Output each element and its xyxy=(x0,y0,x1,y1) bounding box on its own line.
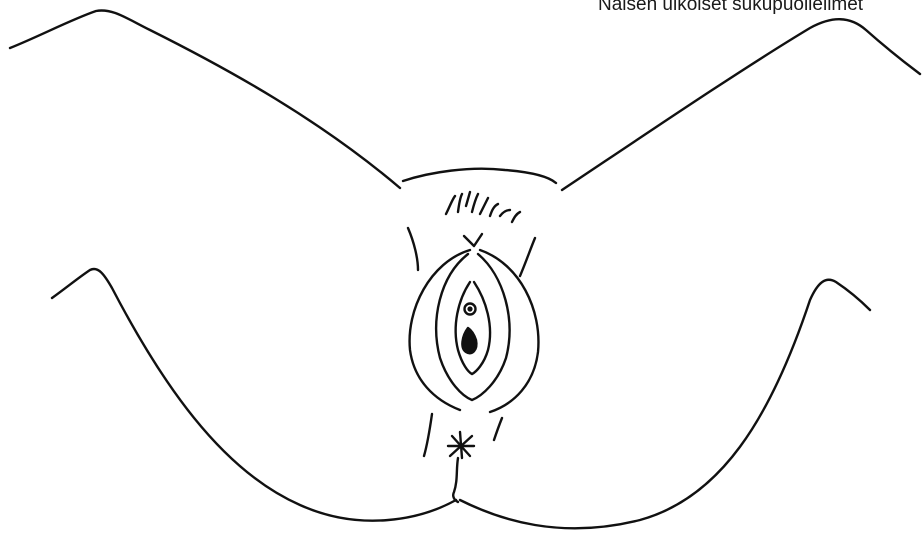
clitoral-hood-mark xyxy=(464,234,482,246)
right-lower-outline xyxy=(460,280,870,529)
right-thigh-upper-outline xyxy=(562,19,920,190)
right-perineum-mark xyxy=(494,418,502,440)
left-outer-labium xyxy=(408,228,418,270)
labia-majora-outline xyxy=(410,250,539,412)
vaginal-opening-icon xyxy=(462,328,476,353)
pubic-hair-marks xyxy=(446,192,520,222)
gluteal-cleft-line xyxy=(453,458,458,502)
left-thigh-upper-outline xyxy=(10,10,400,188)
left-perineum-mark xyxy=(424,414,432,456)
anus-mark-icon xyxy=(448,432,474,458)
left-lower-outline xyxy=(52,269,456,521)
mons-top-outline xyxy=(403,169,556,183)
right-outer-labium xyxy=(520,238,535,276)
vestibule-outline xyxy=(456,282,490,374)
labia-minora-outline xyxy=(436,254,509,400)
urethral-dot-icon xyxy=(469,308,472,311)
